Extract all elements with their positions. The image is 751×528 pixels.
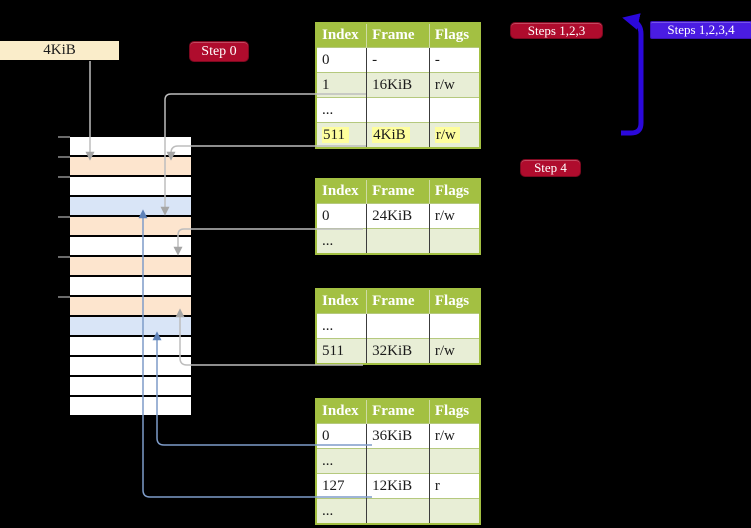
cell-frame — [366, 448, 430, 474]
cell-frame: 32KiB — [366, 338, 430, 364]
badge-step-4: Step 4 — [520, 159, 581, 177]
cell-frame: - — [366, 47, 430, 73]
header-frame: Frame — [366, 399, 430, 424]
table-header-row: Index Frame Flags — [316, 179, 480, 204]
table-row: ... — [316, 228, 480, 254]
memory-frame-row — [70, 277, 191, 295]
cell-index: ... — [316, 313, 368, 339]
memory-frame-row — [70, 357, 191, 375]
memory-frame-row — [70, 157, 191, 175]
cell-index: ... — [316, 228, 368, 254]
cell-frame — [366, 498, 430, 524]
cell-index: 0 — [316, 423, 368, 449]
cell-index: ... — [316, 97, 368, 123]
cell-index: ... — [316, 498, 368, 524]
cell-flags: r/w — [429, 203, 480, 229]
header-index: Index — [316, 179, 368, 204]
table-row: ... — [316, 313, 480, 339]
cell-flags — [429, 228, 480, 254]
memory-frame-row — [70, 197, 191, 215]
cell-flags: r/w — [429, 72, 480, 98]
memory-region-ticks — [58, 136, 70, 298]
header-index: Index — [316, 399, 368, 424]
header-index: Index — [316, 289, 368, 314]
cell-flags — [429, 498, 480, 524]
cell-index: 1 — [316, 72, 368, 98]
memory-frame-row — [70, 137, 191, 155]
cell-frame: 12KiB — [366, 473, 430, 499]
table-row: 0 - - — [316, 47, 480, 73]
badge-steps-1-2-3: Steps 1,2,3 — [510, 22, 603, 39]
page-table-4: Index Frame Flags 0 36KiB r/w ... 127 12… — [315, 398, 481, 525]
memory-frame-row — [70, 237, 191, 255]
cell-flags: r/w — [429, 423, 480, 449]
cell-frame — [366, 313, 430, 339]
memory-frame-row — [70, 257, 191, 275]
page-table-1: Index Frame Flags 0 - - 1 16KiB r/w ... … — [315, 22, 481, 149]
cell-index: ... — [316, 448, 368, 474]
page-table-3: Index Frame Flags ... 511 32KiB r/w — [315, 288, 481, 365]
highlight: 511 — [322, 126, 349, 143]
header-index: Index — [316, 23, 368, 48]
cell-flags — [429, 448, 480, 474]
cell-frame: 24KiB — [366, 203, 430, 229]
cell-index: 511 — [316, 338, 368, 364]
frame-size-label: 4KiB — [0, 41, 119, 60]
table-row: ... — [316, 448, 480, 474]
header-frame: Frame — [366, 179, 430, 204]
cell-index: 0 — [316, 47, 368, 73]
physical-memory-column — [70, 137, 191, 415]
table-row: 127 12KiB r — [316, 473, 480, 499]
cell-flags: r — [429, 473, 480, 499]
table-row-highlighted: 511 4KiB r/w — [316, 122, 480, 148]
table-row: 0 36KiB r/w — [316, 423, 480, 449]
memory-frame-row — [70, 397, 191, 415]
cell-flags — [429, 97, 480, 123]
header-frame: Frame — [366, 23, 430, 48]
header-flags: Flags — [429, 179, 480, 204]
memory-frame-row — [70, 297, 191, 315]
cell-frame: 16KiB — [366, 72, 430, 98]
table-header-row: Index Frame Flags — [316, 399, 480, 424]
memory-frame-row — [70, 177, 191, 195]
highlight: 4KiB — [372, 126, 410, 143]
header-flags: Flags — [429, 23, 480, 48]
badge-steps-1-2-3-4: Steps 1,2,3,4 — [650, 21, 751, 39]
cell-index: 511 — [316, 122, 368, 148]
table-header-row: Index Frame Flags — [316, 289, 480, 314]
table-row: 511 32KiB r/w — [316, 338, 480, 364]
loop-arrow-repeat-steps — [621, 13, 644, 136]
header-flags: Flags — [429, 289, 480, 314]
memory-frame-row — [70, 377, 191, 395]
cell-index: 127 — [316, 473, 368, 499]
table-row: ... — [316, 97, 480, 123]
header-frame: Frame — [366, 289, 430, 314]
cell-frame: 4KiB — [366, 122, 430, 148]
cell-frame: 36KiB — [366, 423, 430, 449]
cell-flags: - — [429, 47, 480, 73]
cell-flags: r/w — [429, 122, 480, 148]
table-header-row: Index Frame Flags — [316, 23, 480, 48]
cell-frame — [366, 228, 430, 254]
page-table-2: Index Frame Flags 0 24KiB r/w ... — [315, 178, 481, 255]
cell-flags: r/w — [429, 338, 480, 364]
cell-frame — [366, 97, 430, 123]
cell-index: 0 — [316, 203, 368, 229]
table-row: 1 16KiB r/w — [316, 72, 480, 98]
header-flags: Flags — [429, 399, 480, 424]
memory-frame-row — [70, 317, 191, 335]
table-row: ... — [316, 498, 480, 524]
cell-flags — [429, 313, 480, 339]
memory-frame-row — [70, 217, 191, 235]
table-row: 0 24KiB r/w — [316, 203, 480, 229]
highlight: r/w — [434, 126, 460, 143]
memory-frame-row — [70, 337, 191, 355]
badge-step-0: Step 0 — [189, 41, 249, 62]
